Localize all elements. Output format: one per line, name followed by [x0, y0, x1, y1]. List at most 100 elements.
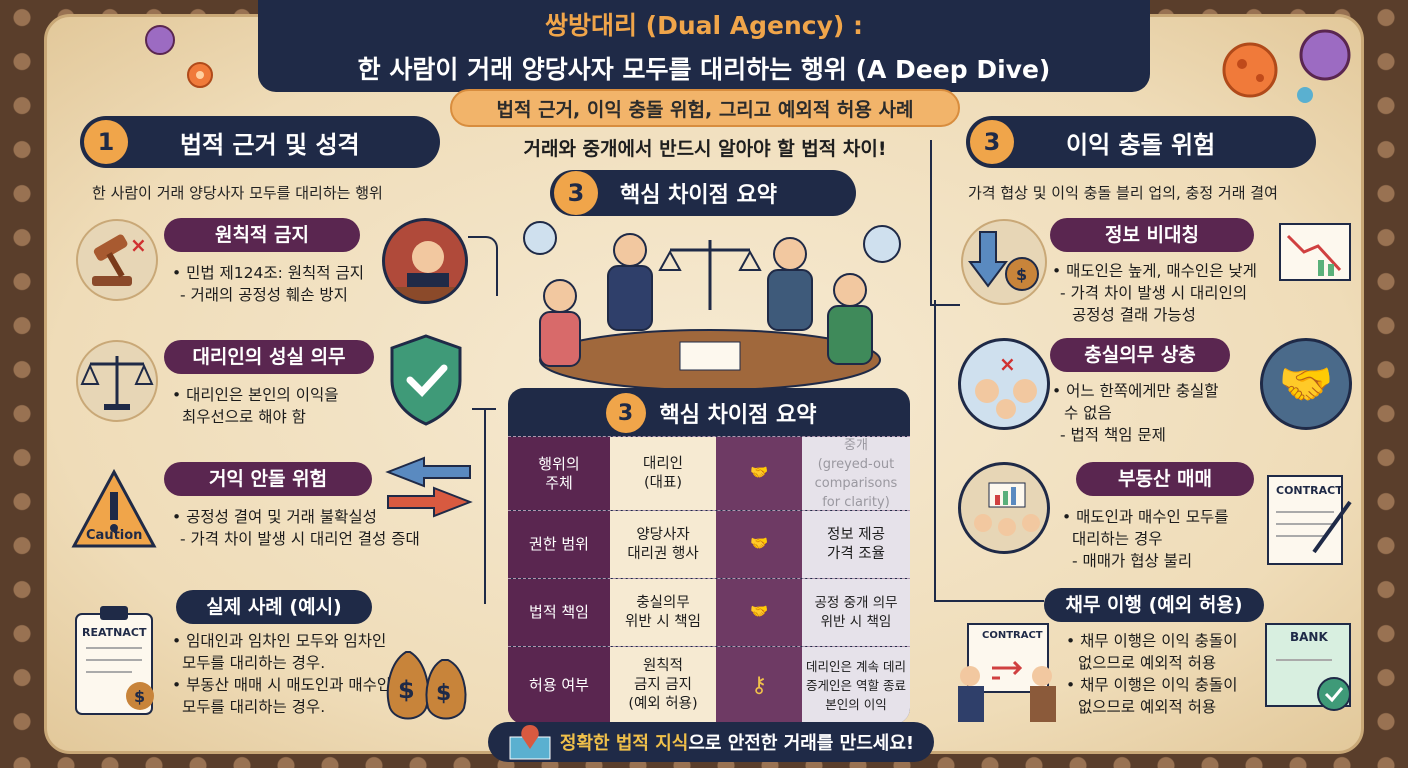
right-item-label-3: 부동산 매매	[1076, 462, 1254, 496]
bullet-text: • 대리인은 본인의 이익을	[172, 386, 339, 404]
clipboard-document-icon: $	[75, 606, 154, 715]
left-item-label-4: 실제 사례 (예시)	[176, 590, 372, 624]
bullet-text: 모두를 대리하는 경우.	[182, 654, 326, 672]
declining-chart-icon	[1279, 223, 1351, 281]
caution-icon	[71, 468, 157, 548]
agent-cell: 대리인 (대표)	[610, 437, 716, 510]
bacteria-icon	[1222, 29, 1351, 103]
map-pin-icon	[509, 725, 551, 760]
contract-label: CONTRACT	[982, 630, 1043, 641]
right-item-label-2: 충실의무 상충	[1050, 338, 1230, 372]
right-item-bullets-4: • 채무 이행은 이익 충돌이 없으므로 예외적 허용 • 채무 이행은 이익 …	[1066, 630, 1237, 718]
connector-line	[930, 304, 960, 306]
footer-highlight: 정확한 법적 지식	[559, 733, 689, 754]
right-section-header: 3 이익 충돌 위험	[966, 116, 1316, 168]
subtitle-pill: 법적 근거, 이익 충돌 위험, 그리고 예외적 허용 사례	[450, 89, 960, 127]
connector-line	[484, 408, 486, 604]
right-item-label-1: 정보 비대칭	[1050, 218, 1254, 252]
bullet-text: • 민법 제124조: 원칙적 금지	[172, 264, 364, 282]
contract-label: CONTRACT	[1276, 484, 1343, 497]
broker-cell-text: 데리인은 계속 데리 증게인은 역할 종료 본인의 이익	[806, 659, 906, 712]
bullet-text: 대리하는 경우	[1072, 530, 1163, 548]
left-section-badge: 1	[84, 120, 128, 164]
bullet-text: • 공정성 결여 및 거래 불확실성	[172, 508, 377, 526]
connector-line	[934, 300, 936, 600]
agent-cell: 충실의무 위반 시 책임	[610, 579, 716, 646]
table-row: 법적 책임 충실의무 위반 시 책임 🤝 공정 중개 의무 위반 시 책임	[508, 578, 910, 646]
bullet-text: 최우선으로 해야 함	[182, 408, 306, 426]
left-item-bullets-3: • 공정성 결여 및 거래 불확실성 - 가격 차이 발생 시 대리언 결성 증…	[172, 506, 420, 550]
svg-text:$: $	[1016, 265, 1027, 284]
right-section-description: 가격 협상 및 이익 충돌 블리 업의, 충정 거래 결여	[968, 184, 1278, 202]
bullet-text: - 법적 책임 문제	[1060, 426, 1166, 444]
bullet-text: • 부동산 매매 시 매도인과 매수인	[172, 676, 392, 694]
broker-cell: 중개 (greyed-out comparisons for clarity)	[802, 437, 910, 510]
left-item-label-3: 거익 안돌 위험	[164, 462, 372, 496]
agent-cell: 원칙적 금지 금지 (예외 허용)	[610, 647, 716, 724]
bank-label: BANK	[1290, 630, 1328, 644]
center-heading-badge: 3	[554, 171, 598, 215]
handshake-icon: 🤝	[716, 579, 802, 646]
broker-cell: 공정 중개 의무 위반 시 책임	[802, 579, 910, 646]
gavel-icon: ×	[76, 219, 158, 301]
table-row: 권한 범위 양당사자 대리권 행사 🤝 정보 제공 가격 조율	[508, 510, 910, 578]
shield-check-icon	[390, 334, 462, 426]
center-heading-text: 핵심 차이점 요약	[620, 183, 777, 208]
bullet-text: • 채무 이행은 이익 충돌이	[1066, 676, 1238, 694]
broker-cell: 정보 제공 가격 조율	[802, 511, 910, 578]
comparison-table-header: 3 핵심 차이점 요약	[508, 388, 910, 438]
connector-line	[468, 236, 498, 296]
right-section-badge: 3	[970, 120, 1014, 164]
table-heading-text: 핵심 차이점 요약	[659, 403, 817, 428]
meeting-people-icon	[958, 462, 1050, 554]
bullet-text: - 가격 차이 발생 시 대리인의	[1060, 284, 1248, 302]
row-label-text: 허용 여부	[529, 676, 589, 694]
left-section-description: 한 사람이 거래 양당사자 모두를 대리하는 행위	[92, 184, 383, 202]
caution-label: Caution	[86, 528, 143, 543]
bullet-text: 없으므로 예외적 허용	[1078, 698, 1217, 716]
svg-text:$: $	[134, 687, 145, 706]
row-label: 행위의 주체	[508, 437, 610, 510]
bank-check-icon	[1265, 623, 1351, 711]
broker-cell: 데리인은 계속 데리 증게인은 역할 종료 본인의 이익	[802, 647, 910, 724]
connector-line	[934, 600, 1044, 602]
money-bags-icon: $ $	[386, 651, 467, 720]
tagline: 거래와 중개에서 반드시 알아야 할 법적 차이!	[523, 138, 887, 160]
agent-cell-text: 대리인 (대표)	[642, 455, 684, 491]
footer-banner: 정확한 법적 지식 으로 안전한 거래를 만드세요!	[488, 722, 934, 762]
connector-line	[930, 140, 932, 304]
virus-icon	[145, 25, 213, 88]
conflicted-people-icon: ×	[958, 338, 1050, 430]
left-section-header: 1 법적 근거 및 성격	[80, 116, 440, 168]
row-label-text: 법적 책임	[529, 603, 589, 621]
left-item-label-2: 대리인의 성실 의무	[164, 340, 374, 374]
row-label: 법적 책임	[508, 579, 610, 646]
footer-text: 으로 안전한 거래를 만드세요!	[688, 733, 915, 754]
right-section-title: 이익 충돌 위험	[1066, 130, 1216, 159]
broker-cell-text: 공정 중개 의무 위반 시 책임	[814, 594, 898, 630]
agent-cell: 양당사자 대리권 행사	[610, 511, 716, 578]
bullet-text: • 임대인과 임차인 모두와 임차인	[172, 632, 387, 650]
negotiation-scene-illustration	[523, 221, 901, 390]
bullet-text: - 매매가 협상 불리	[1072, 552, 1193, 570]
comparison-table: 3 핵심 차이점 요약 행위의 주체 대리인 (대표) 🤝 중개 (greyed…	[508, 388, 910, 724]
right-item-bullets-1: • 매도인은 높게, 매수인은 낮게 - 가격 차이 발생 시 대리인의 공정성…	[1052, 260, 1257, 326]
bullet-text: • 채무 이행은 이익 충돌이	[1066, 632, 1238, 650]
right-item-label-4: 채무 이행 (예외 허용)	[1044, 588, 1264, 622]
bullet-text: - 거래의 공정성 훼손 방지	[180, 286, 348, 304]
left-item-bullets-1: • 민법 제124조: 원칙적 금지 - 거래의 공정성 훼손 방지	[172, 262, 364, 306]
contract-exchange-icon	[958, 623, 1056, 722]
agent-cell-text: 양당사자 대리권 행사	[627, 526, 699, 562]
agent-cell-text: 충실의무 위반 시 책임	[625, 594, 701, 630]
left-item-label-1: 원칙적 금지	[164, 218, 360, 252]
bullet-text: - 가격 차이 발생 시 대리언 결성 증대	[180, 530, 420, 548]
keys-icon: ⚷	[716, 647, 802, 724]
svg-text:×: ×	[999, 352, 1016, 376]
svg-text:$: $	[436, 681, 451, 706]
table-heading-badge: 3	[605, 393, 646, 433]
bullet-text: 공정성 결래 가능성	[1072, 306, 1196, 324]
left-section-title: 법적 근거 및 성격	[180, 130, 360, 159]
scales-icon	[76, 340, 158, 422]
right-item-bullets-3: • 매도인과 매수인 모두를 대리하는 경우 - 매매가 협상 불리	[1062, 506, 1229, 572]
title-banner: 쌍방대리 (Dual Agency) : 한 사람이 거래 양당사자 모두를 대…	[258, 0, 1150, 92]
